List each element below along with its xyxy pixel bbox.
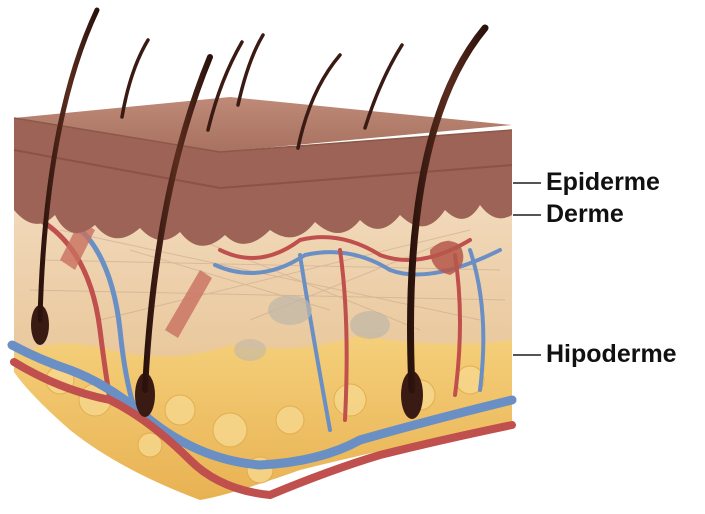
- label-hipoderme: Hipoderme: [546, 340, 677, 369]
- label-derme: Derme: [546, 200, 624, 229]
- leader-lines: [513, 183, 541, 355]
- label-epiderme: Epiderme: [546, 168, 660, 197]
